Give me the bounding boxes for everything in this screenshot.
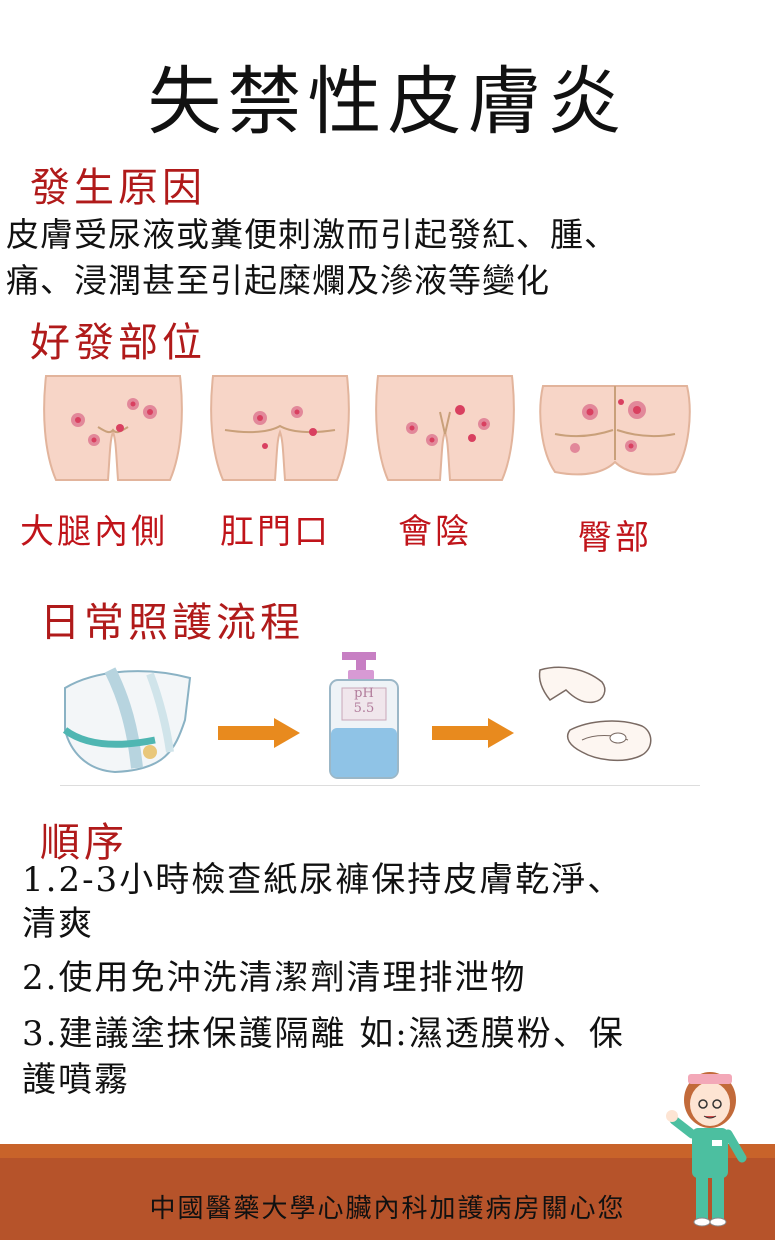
- inner-thigh-illustration: [43, 375, 183, 481]
- cause-line-2: 痛、浸潤甚至引起糜爛及滲液等變化: [6, 261, 550, 300]
- bottle-label: pH 5.5: [342, 686, 386, 716]
- arrow-right-icon: [218, 718, 300, 748]
- cleanser-bottle: pH 5.5: [328, 650, 400, 780]
- steps-heading: 順序: [40, 820, 128, 866]
- page-title: 失禁性皮膚炎: [147, 59, 628, 145]
- cause-heading: 發生原因: [30, 165, 206, 211]
- arrow-right-icon: [432, 718, 514, 748]
- diaper-illustration: [62, 667, 192, 774]
- cause-line-1: 皮膚受尿液或糞便刺激而引起發紅、腫、: [6, 215, 618, 254]
- footer-text: 中國醫藥大學心臟內科加護病房關心您: [149, 1194, 626, 1224]
- step-1-line-2: 清爽: [22, 904, 94, 944]
- anus-illustration: [210, 375, 350, 481]
- buttocks-illustration: [539, 385, 691, 476]
- nurse-character-illustration: [666, 1072, 747, 1227]
- footer-stripe: [0, 1144, 775, 1158]
- step-3-line-2: 護噴霧: [22, 1060, 130, 1100]
- label-inner-thigh: 大腿內側: [20, 512, 168, 552]
- bottle-ph-value: 5.5: [353, 701, 375, 716]
- divider-line: [60, 785, 700, 786]
- care-heading: 日常照護流程: [40, 600, 304, 646]
- bottle-ph-text: pH: [354, 686, 374, 701]
- step-2: 2.使用免沖洗清潔劑清理排泄物: [22, 958, 527, 998]
- label-anus: 肛門口: [220, 512, 331, 552]
- hands-applying-cream-illustration: [538, 666, 652, 762]
- sites-heading: 好發部位: [30, 320, 206, 366]
- footer-bar: [0, 1158, 775, 1240]
- step-1-line-1: 1.2-3小時檢查紙尿褲保持皮膚乾淨、: [22, 860, 624, 900]
- step-3-line-1: 3.建議塗抹保護隔離 如:濕透膜粉、保: [22, 1014, 625, 1054]
- label-buttocks: 臀部: [578, 518, 652, 558]
- label-perineum: 會陰: [398, 512, 472, 552]
- perineum-illustration: [375, 375, 515, 481]
